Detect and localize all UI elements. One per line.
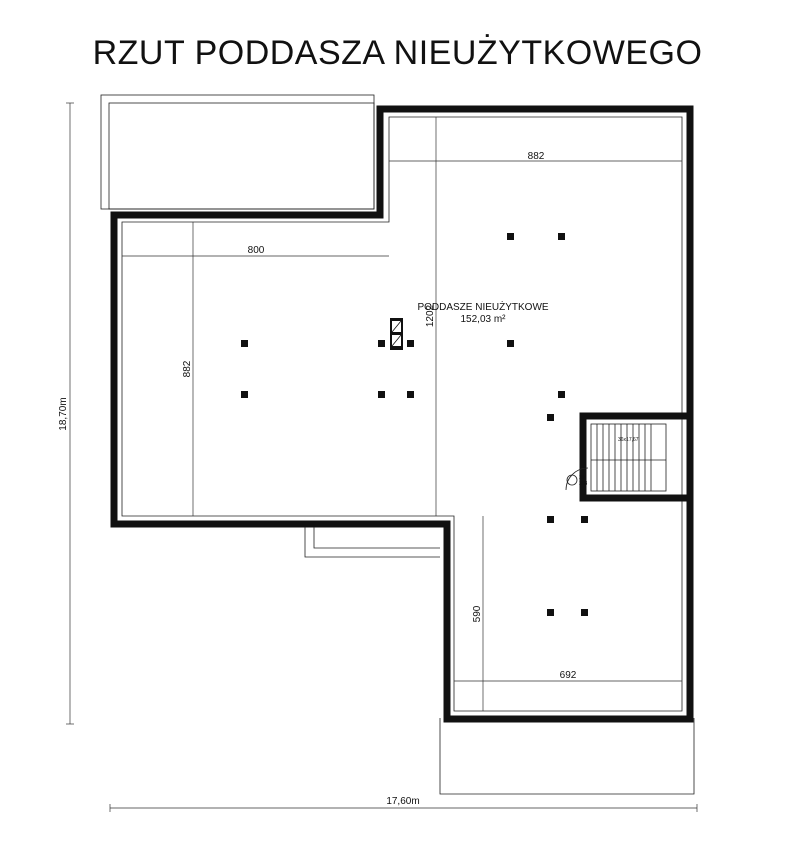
column — [547, 516, 554, 523]
exterior-wall — [110, 105, 694, 723]
room-name: PODDASZE NIEUŻYTKOWE — [417, 300, 548, 313]
column — [547, 414, 554, 421]
dim-label-overall-width: 17,60m — [386, 796, 419, 807]
column — [507, 340, 514, 347]
dim-label-lower-height: 590 — [472, 605, 483, 622]
stair-door-label-b: 203 — [579, 481, 588, 487]
stair-wall — [579, 412, 690, 502]
overall-height-dimension — [66, 102, 74, 725]
column — [378, 340, 385, 347]
overall-width-dimension — [109, 804, 698, 812]
dim-label-left-height: 882 — [182, 360, 193, 377]
stair-door-label-a: 20 — [579, 475, 585, 481]
terrace-bottom-right — [439, 718, 695, 795]
column — [507, 233, 514, 240]
dim-label-top-width: 882 — [528, 151, 545, 162]
column — [407, 340, 414, 347]
column — [547, 609, 554, 616]
dim-label-lower-width: 692 — [560, 670, 577, 681]
chimney — [390, 318, 403, 350]
plan-title: RZUT PODDASZA NIEUŻYTKOWEGO — [92, 34, 703, 72]
dim-label-overall-height: 18,70m — [58, 397, 69, 430]
stair-label: 36x17,67 — [618, 437, 639, 443]
column — [558, 233, 565, 240]
ledge-left — [304, 527, 440, 558]
stair-door: 20 203 — [565, 467, 589, 491]
stair-well — [590, 423, 667, 492]
column — [581, 516, 588, 523]
inner-wall-line — [121, 116, 683, 712]
dim-label-left-width: 800 — [248, 245, 265, 256]
room-area: 152,03 m² — [460, 314, 506, 325]
column — [558, 391, 565, 398]
column — [581, 609, 588, 616]
terrace-top-left-inner — [108, 102, 375, 210]
column — [378, 391, 385, 398]
column — [241, 340, 248, 347]
dim-label-center-height: 1202 — [425, 304, 436, 327]
structural-columns — [241, 233, 588, 616]
column — [241, 391, 248, 398]
terrace-top-left — [100, 94, 375, 210]
column — [407, 391, 414, 398]
stair-treads — [591, 424, 666, 491]
